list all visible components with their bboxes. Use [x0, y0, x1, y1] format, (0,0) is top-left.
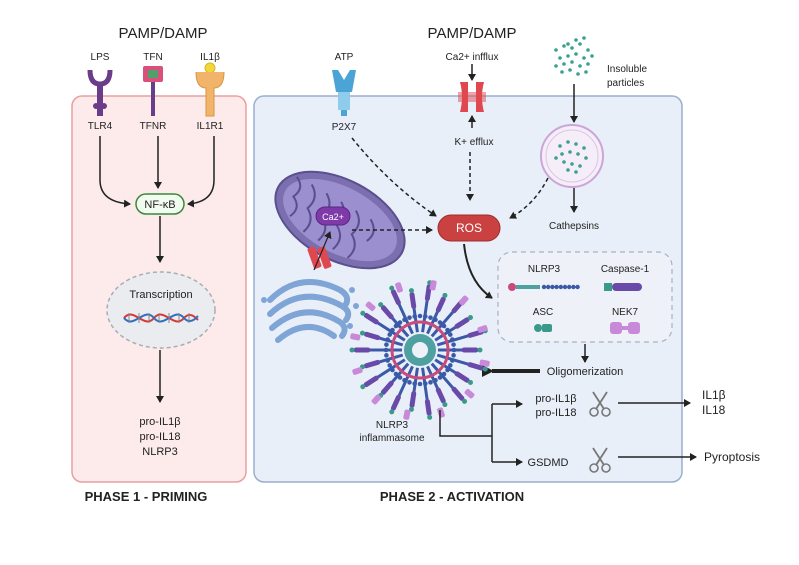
receptor-tlr4: TLR4: [88, 121, 113, 132]
nfkb-node: [135, 193, 185, 215]
phase2-header: PAMP/DAMP: [428, 25, 517, 42]
insoluble-label-2: particles: [607, 78, 644, 89]
k-efflux-label: K+ efflux: [454, 137, 493, 148]
mature-il1b-label: IL1β: [702, 388, 726, 402]
pro-il1b-label: pro-IL1β: [535, 393, 576, 405]
product-pro-il18: pro-IL18: [140, 431, 181, 443]
arrow-ros-components: [463, 243, 493, 299]
ligand-lps: LPS: [91, 52, 110, 63]
cathepsins-label: Cathepsins: [549, 221, 599, 232]
atp-label: ATP: [335, 52, 354, 63]
inflammasome-components-box: [497, 251, 673, 343]
pro-il18-label: pro-IL18: [536, 407, 577, 419]
scissors-icon: [589, 391, 611, 417]
nlrp3-protein-icon: [508, 283, 580, 291]
nucleus: [106, 271, 216, 349]
receptor-il1r1: IL1R1: [197, 121, 224, 132]
ion-channel-icon: [458, 82, 486, 112]
transcription-label: Transcription: [129, 289, 192, 301]
component-asc: ASC: [533, 307, 554, 318]
phase2-title: PHASE 2 - ACTIVATION: [380, 489, 524, 504]
tlr4-receptor-icon: [87, 69, 113, 116]
nfkb-label: NF-κB: [144, 199, 175, 211]
product-pro-il1b: pro-IL1β: [139, 416, 180, 428]
asc-protein-icon: [534, 324, 552, 332]
lysosome-particles-icon: [554, 140, 588, 174]
arrow-er-ca2: [313, 231, 332, 271]
arrow-il1r1-nfkb: [187, 136, 215, 208]
insoluble-label-1: Insoluble: [607, 64, 647, 75]
ca2-badge: [315, 206, 351, 226]
ligand-tfn: TFN: [143, 52, 162, 63]
component-nlrp3: NLRP3: [528, 264, 561, 275]
arrow-p2x7-ros: [351, 137, 437, 217]
receptor-tfnr: TFNR: [140, 121, 167, 132]
arrow-lysosome-ros: [509, 177, 549, 219]
inflammasome-label-1: NLRP3: [376, 420, 409, 431]
ros-node: [437, 214, 501, 242]
inflammasome-label-2: inflammasome: [359, 433, 424, 444]
ca2-label: Ca2+: [322, 212, 344, 222]
caspase1-protein-icon: [604, 283, 642, 291]
insoluble-particles-icon: [554, 36, 594, 76]
scissors-icon: [589, 447, 611, 473]
endoplasmic-reticulum-icon: [261, 279, 359, 343]
product-nlrp3: NLRP3: [142, 446, 177, 458]
phase1-header: PAMP/DAMP: [119, 25, 208, 42]
tfnr-receptor-icon: [143, 66, 163, 116]
nek7-protein-icon: [610, 322, 640, 334]
pyroptosis-label: Pyroptosis: [704, 450, 760, 464]
component-nek7: NEK7: [612, 307, 639, 318]
arrow-tlr4-nfkb: [99, 136, 131, 208]
p2x7-label: P2X7: [332, 122, 357, 133]
oligomerization-label: Oligomerization: [547, 366, 623, 378]
dna-icon: [123, 313, 199, 323]
ca-influx-label: Ca2+ infflux: [446, 52, 499, 63]
phase1-title: PHASE 1 - PRIMING: [85, 489, 208, 504]
mature-il18-label: IL18: [702, 403, 726, 417]
ros-label: ROS: [456, 221, 482, 235]
nlrp3-inflammasome-icon: [349, 280, 490, 420]
il1r1-receptor-icon: [195, 62, 225, 117]
p2x7-channel-icon: [332, 70, 356, 116]
ligand-il1b: IL1β: [200, 52, 220, 63]
branch-line-main: [439, 410, 492, 437]
component-caspase1: Caspase-1: [601, 264, 650, 275]
gsdmd-label: GSDMD: [528, 457, 569, 469]
lysosome: [540, 124, 604, 188]
